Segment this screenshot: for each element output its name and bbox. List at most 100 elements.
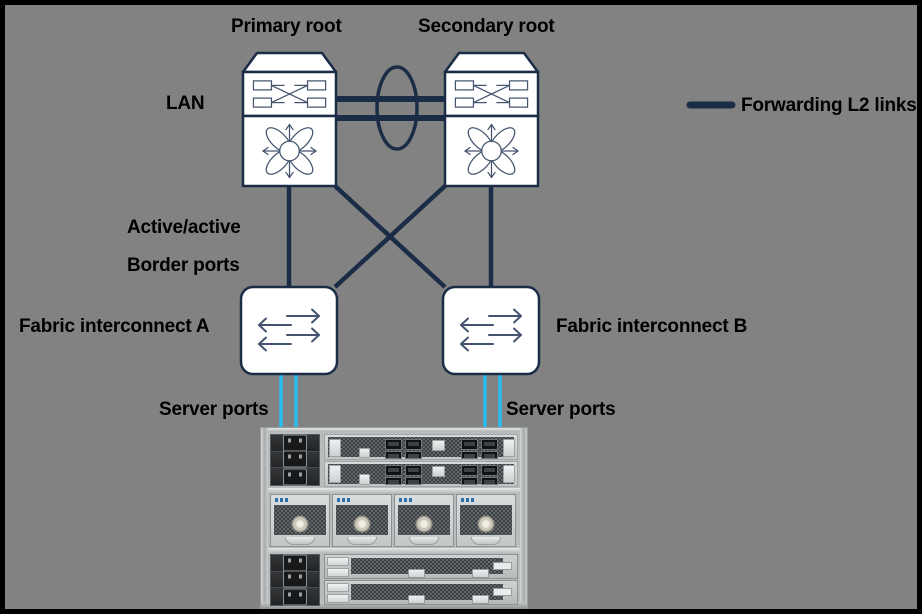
power-supply-unit: [271, 434, 319, 452]
power-supply-unit: [271, 468, 319, 486]
io-port-block: [405, 439, 422, 450]
fan-status-led: [275, 498, 289, 502]
io-port-block: [385, 451, 402, 459]
power-socket-icon: [283, 450, 307, 468]
io-port-block: [385, 477, 402, 485]
io-module: [324, 461, 518, 487]
fan-module: [332, 494, 392, 547]
chassis-frame-bottom: [261, 602, 527, 609]
fan-module: [456, 494, 516, 547]
io-port-block: [461, 451, 478, 459]
fan-hub-icon: [416, 516, 432, 532]
label-fabric-interconnect-a: Fabric interconnect A: [19, 316, 210, 337]
io-module-handle: [359, 474, 370, 485]
power-socket-icon: [283, 570, 307, 588]
blade-clip: [472, 569, 489, 578]
power-supply-unit: [271, 570, 319, 589]
blade-label-tag: [493, 562, 512, 570]
fan-vent: [460, 505, 512, 535]
node-secondary-root[interactable]: [443, 51, 540, 188]
label-secondary-root: Secondary root: [418, 16, 555, 37]
node-fabric-interconnect-a[interactable]: [239, 285, 339, 376]
power-socket-icon: [283, 468, 307, 486]
power-supply-bay-bottom: [270, 554, 320, 606]
fan-handle: [347, 537, 377, 545]
fan-status-led: [337, 498, 351, 502]
io-port-block: [461, 477, 478, 485]
blade-chassis[interactable]: [261, 428, 527, 609]
fan-handle: [409, 537, 439, 545]
blade-vent: [351, 558, 503, 574]
io-port-block: [481, 477, 498, 485]
link-secondary-to-fabric-a: [333, 184, 447, 289]
label-lan: LAN: [166, 93, 205, 114]
fan-status-led: [399, 498, 413, 502]
chassis-divider: [268, 548, 520, 553]
label-server-ports-right: Server ports: [506, 399, 616, 420]
blade-ejector-lever: [327, 557, 349, 566]
link-group-l2: [286, 65, 494, 289]
fan-status-led: [461, 498, 475, 502]
label-active-active: Active/active: [127, 217, 241, 238]
fabric-b-body: [441, 285, 541, 376]
io-port-block: [405, 477, 422, 485]
diagram-vector-layer: [239, 51, 736, 430]
blade-ejector-lever: [327, 568, 349, 577]
label-primary-root: Primary root: [231, 16, 342, 37]
fan-handle: [285, 537, 315, 545]
label-border-ports: Border ports: [127, 255, 240, 276]
secondary-root-top-face: [443, 51, 540, 74]
blade-clip: [472, 595, 489, 604]
power-supply-unit: [271, 588, 319, 606]
blade-vent: [351, 584, 503, 600]
io-module-handle: [432, 466, 445, 477]
io-module-handle: [432, 440, 445, 451]
legend-label-forwarding-l2-links: Forwarding L2 links: [741, 95, 917, 116]
blade-server-tray: [324, 580, 518, 605]
blade-server-tray: [324, 554, 518, 579]
blade-ejector-lever: [327, 594, 349, 603]
label-fabric-interconnect-b: Fabric interconnect B: [556, 316, 748, 337]
io-module-handle: [329, 439, 341, 457]
io-port-block: [405, 465, 422, 476]
io-module-handle: [503, 465, 515, 483]
blade-ejector-lever: [327, 583, 349, 592]
chassis-divider: [268, 488, 520, 493]
io-port-block: [405, 451, 422, 459]
io-port-block: [481, 465, 498, 476]
blade-label-tag: [493, 588, 512, 596]
fan-hub-icon: [478, 516, 494, 532]
fan-module: [270, 494, 330, 547]
io-port-block: [461, 439, 478, 450]
node-fabric-interconnect-b[interactable]: [441, 285, 541, 376]
io-port-block: [461, 465, 478, 476]
io-module-handle: [359, 448, 370, 458]
label-server-ports-left: Server ports: [159, 399, 269, 420]
power-socket-icon: [283, 588, 307, 606]
power-supply-bay-top: [270, 434, 320, 486]
fan-handle: [471, 537, 501, 545]
chassis-frame-right: [520, 428, 527, 609]
fan-module: [394, 494, 454, 547]
blade-clip: [408, 595, 425, 604]
io-port-block: [481, 451, 498, 459]
fabric-a-body: [239, 285, 339, 376]
chassis-frame-top: [261, 428, 527, 432]
chassis-frame-left: [261, 428, 268, 609]
io-port-block: [385, 465, 402, 476]
power-supply-unit: [271, 450, 319, 469]
port-channel-ellipse: [375, 65, 419, 151]
fan-hub-icon: [354, 516, 370, 532]
power-socket-icon: [283, 554, 307, 572]
io-module: [324, 434, 518, 460]
link-group-server-ports: [279, 374, 502, 430]
blade-clip: [408, 569, 425, 578]
io-module-handle: [329, 465, 341, 483]
node-primary-root[interactable]: [241, 51, 338, 188]
power-supply-unit: [271, 554, 319, 572]
power-socket-icon: [283, 434, 307, 452]
io-port-block: [481, 439, 498, 450]
io-port-block: [385, 439, 402, 450]
fan-hub-icon: [292, 516, 308, 532]
